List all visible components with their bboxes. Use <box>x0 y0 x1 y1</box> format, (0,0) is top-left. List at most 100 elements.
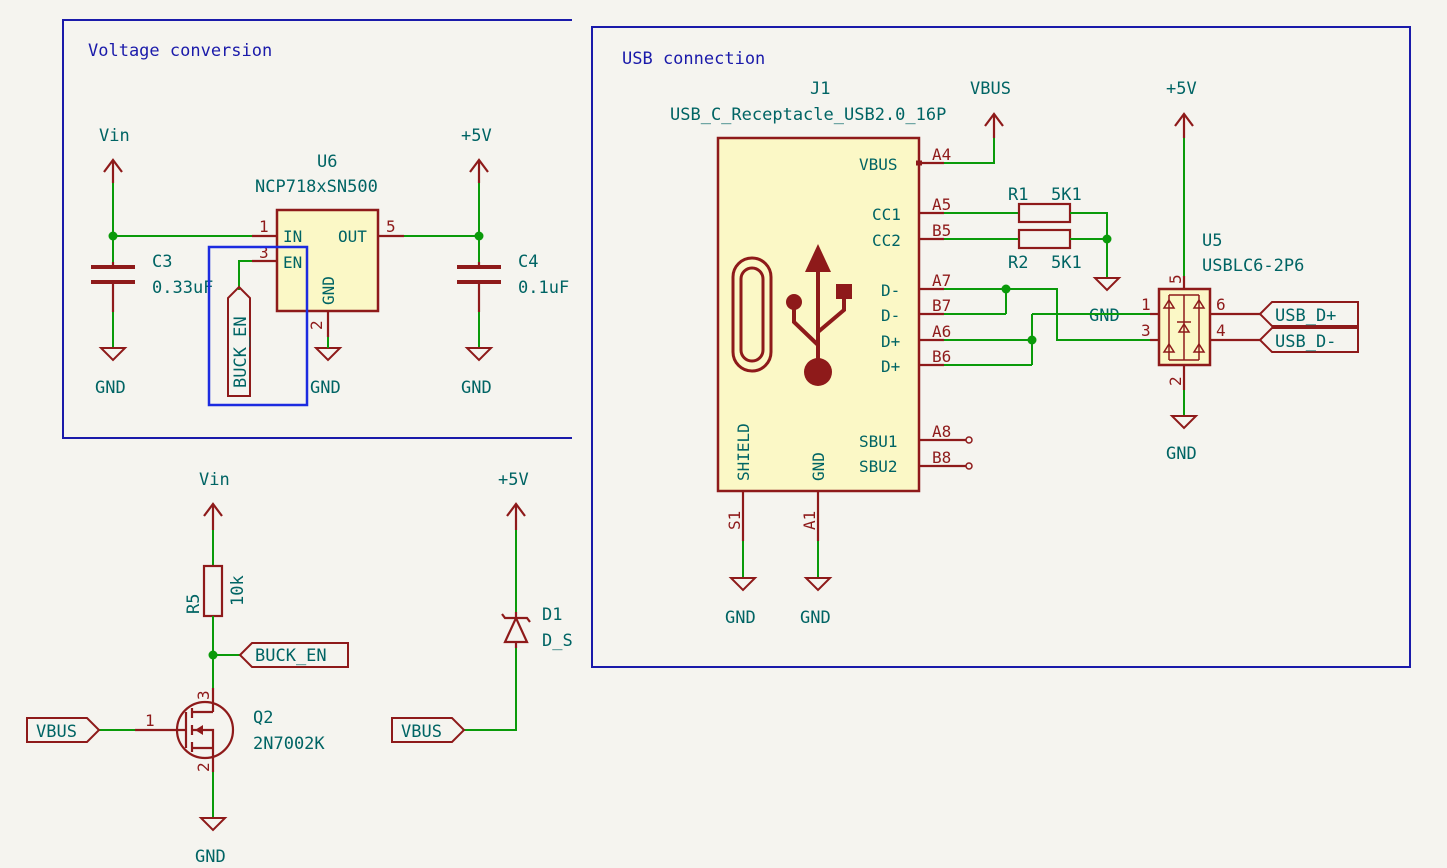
svg-text:GND: GND <box>195 847 226 867</box>
svg-text:3: 3 <box>194 690 213 700</box>
svg-text:D_S: D_S <box>542 631 573 651</box>
p5v-power-symbol-left[interactable]: +5V <box>461 126 492 262</box>
svg-text:A8: A8 <box>932 422 951 441</box>
svg-text:A5: A5 <box>932 195 951 214</box>
diode-d1[interactable]: D1 D_S <box>501 605 573 651</box>
svg-text:+5V: +5V <box>498 470 529 490</box>
svg-text:R5: R5 <box>184 594 204 614</box>
svg-text:D-: D- <box>881 306 900 325</box>
svg-text:3: 3 <box>259 243 269 262</box>
c4-value: 0.1uF <box>518 278 569 298</box>
svg-text:5: 5 <box>1166 274 1185 284</box>
selection-box <box>207 245 309 407</box>
svg-text:USB_D-: USB_D- <box>1275 332 1336 352</box>
usb-dp-label[interactable]: USB_D+ <box>1258 301 1359 327</box>
svg-text:D-: D- <box>881 281 900 300</box>
svg-text:5K1: 5K1 <box>1051 185 1082 205</box>
svg-text:+5V: +5V <box>461 126 492 146</box>
svg-text:IN: IN <box>283 227 302 246</box>
svg-text:R1: R1 <box>1008 185 1028 205</box>
gnd-symbol-q2: GND <box>195 817 228 867</box>
svg-text:SBU2: SBU2 <box>859 457 898 476</box>
svg-text:Vin: Vin <box>199 470 230 490</box>
svg-text:+5V: +5V <box>1166 79 1197 99</box>
svg-text:10k: 10k <box>228 575 248 606</box>
svg-text:Q2: Q2 <box>253 708 273 728</box>
svg-text:BUCK_EN: BUCK_EN <box>231 316 251 388</box>
resistor-r1[interactable]: R1 5K1 <box>1008 185 1082 224</box>
usb-dm-label[interactable]: USB_D- <box>1258 327 1359 353</box>
svg-text:VBUS: VBUS <box>859 155 898 174</box>
svg-text:2: 2 <box>1166 376 1185 386</box>
vbus-label-d1[interactable]: VBUS <box>391 717 466 743</box>
svg-text:SHIELD: SHIELD <box>734 423 753 481</box>
gnd-symbol-c3: GND <box>95 347 128 398</box>
svg-text:1: 1 <box>145 711 155 730</box>
svg-text:USB_D+: USB_D+ <box>1275 306 1336 326</box>
c3-value: 0.33uF <box>152 278 213 298</box>
usb-section-title: USB connection <box>622 49 765 69</box>
vbus-power-symbol[interactable]: VBUS <box>944 79 1011 164</box>
u6-ref: U6 <box>317 152 337 172</box>
gnd-symbol-cc: GND <box>1089 277 1122 326</box>
svg-text:GND: GND <box>725 608 756 628</box>
svg-text:GND: GND <box>800 608 831 628</box>
svg-text:S1: S1 <box>725 511 744 530</box>
svg-text:VBUS: VBUS <box>970 79 1011 99</box>
svg-text:B6: B6 <box>932 347 951 366</box>
svg-text:A6: A6 <box>932 322 951 341</box>
capacitor-c3[interactable]: C3 0.33uF <box>91 252 213 312</box>
gnd-symbol-j1: GND <box>800 577 833 628</box>
p5v-power-symbol-d1[interactable]: +5V <box>498 470 529 612</box>
usb-section-frame <box>591 26 1411 668</box>
svg-text:VBUS: VBUS <box>401 722 442 742</box>
voltage-section-title: Voltage conversion <box>88 41 272 61</box>
svg-text:2N7002K: 2N7002K <box>253 734 325 754</box>
svg-text:VBUS: VBUS <box>36 722 77 742</box>
gnd-symbol-u5: GND <box>1166 415 1199 464</box>
vin-label: Vin <box>99 126 130 146</box>
resistor-r5[interactable]: R5 10k <box>184 564 248 618</box>
svg-text:GND: GND <box>809 452 828 481</box>
svg-text:1: 1 <box>1141 295 1151 314</box>
svg-text:GND: GND <box>310 378 341 398</box>
svg-text:U5: U5 <box>1202 231 1222 251</box>
svg-text:D+: D+ <box>881 332 900 351</box>
svg-text:3: 3 <box>1141 321 1151 340</box>
svg-text:2: 2 <box>194 762 213 772</box>
esd-protection-u5[interactable]: U5 USBLC6-2P6 1 3 6 4 5 2 <box>1141 231 1304 390</box>
regulator-u6[interactable]: U6 NCP718xSN500 1 3 5 2 IN EN OUT GND <box>252 152 404 337</box>
buck-en-label-horizontal[interactable]: BUCK_EN <box>238 642 349 668</box>
resistor-r2[interactable]: R2 5K1 <box>1008 228 1082 273</box>
svg-text:D1: D1 <box>542 605 562 625</box>
vin-power-symbol-lower[interactable]: Vin <box>199 470 230 566</box>
svg-text:GND: GND <box>461 378 492 398</box>
svg-text:BUCK_EN: BUCK_EN <box>255 646 327 666</box>
svg-text:GND: GND <box>1166 444 1197 464</box>
svg-text:1: 1 <box>259 217 269 236</box>
vbus-label-q2[interactable]: VBUS <box>26 717 101 743</box>
j1-value: USB_C_Receptacle_USB2.0_16P <box>670 105 946 125</box>
mosfet-q2[interactable]: 1 3 2 Q2 2N7002K <box>135 688 325 772</box>
gnd-symbol-u6: GND <box>310 337 343 398</box>
svg-text:GND: GND <box>1089 306 1120 326</box>
svg-text:4: 4 <box>1216 321 1226 340</box>
voltage-section-frame <box>62 19 572 439</box>
svg-text:A1: A1 <box>800 511 819 530</box>
buck-en-label-vertical[interactable]: BUCK_EN <box>227 285 251 397</box>
svg-text:5: 5 <box>386 217 396 236</box>
capacitor-c4[interactable]: C4 0.1uF <box>457 252 569 312</box>
u6-value: NCP718xSN500 <box>255 177 378 197</box>
svg-text:B8: B8 <box>932 448 951 467</box>
vin-power-symbol[interactable]: Vin <box>99 126 130 236</box>
svg-text:2: 2 <box>307 320 326 330</box>
p5v-power-symbol-right[interactable]: +5V <box>1166 79 1197 276</box>
svg-text:B7: B7 <box>932 296 951 315</box>
usb-c-connector-j1[interactable]: VBUS CC1 CC2 D- D- D+ D+ SBU1 SBU2 SHIEL… <box>716 136 973 541</box>
svg-text:GND: GND <box>95 378 126 398</box>
svg-text:SBU1: SBU1 <box>859 432 898 451</box>
svg-text:EN: EN <box>283 253 302 272</box>
svg-text:5K1: 5K1 <box>1051 253 1082 273</box>
j1-ref: J1 <box>810 79 830 99</box>
